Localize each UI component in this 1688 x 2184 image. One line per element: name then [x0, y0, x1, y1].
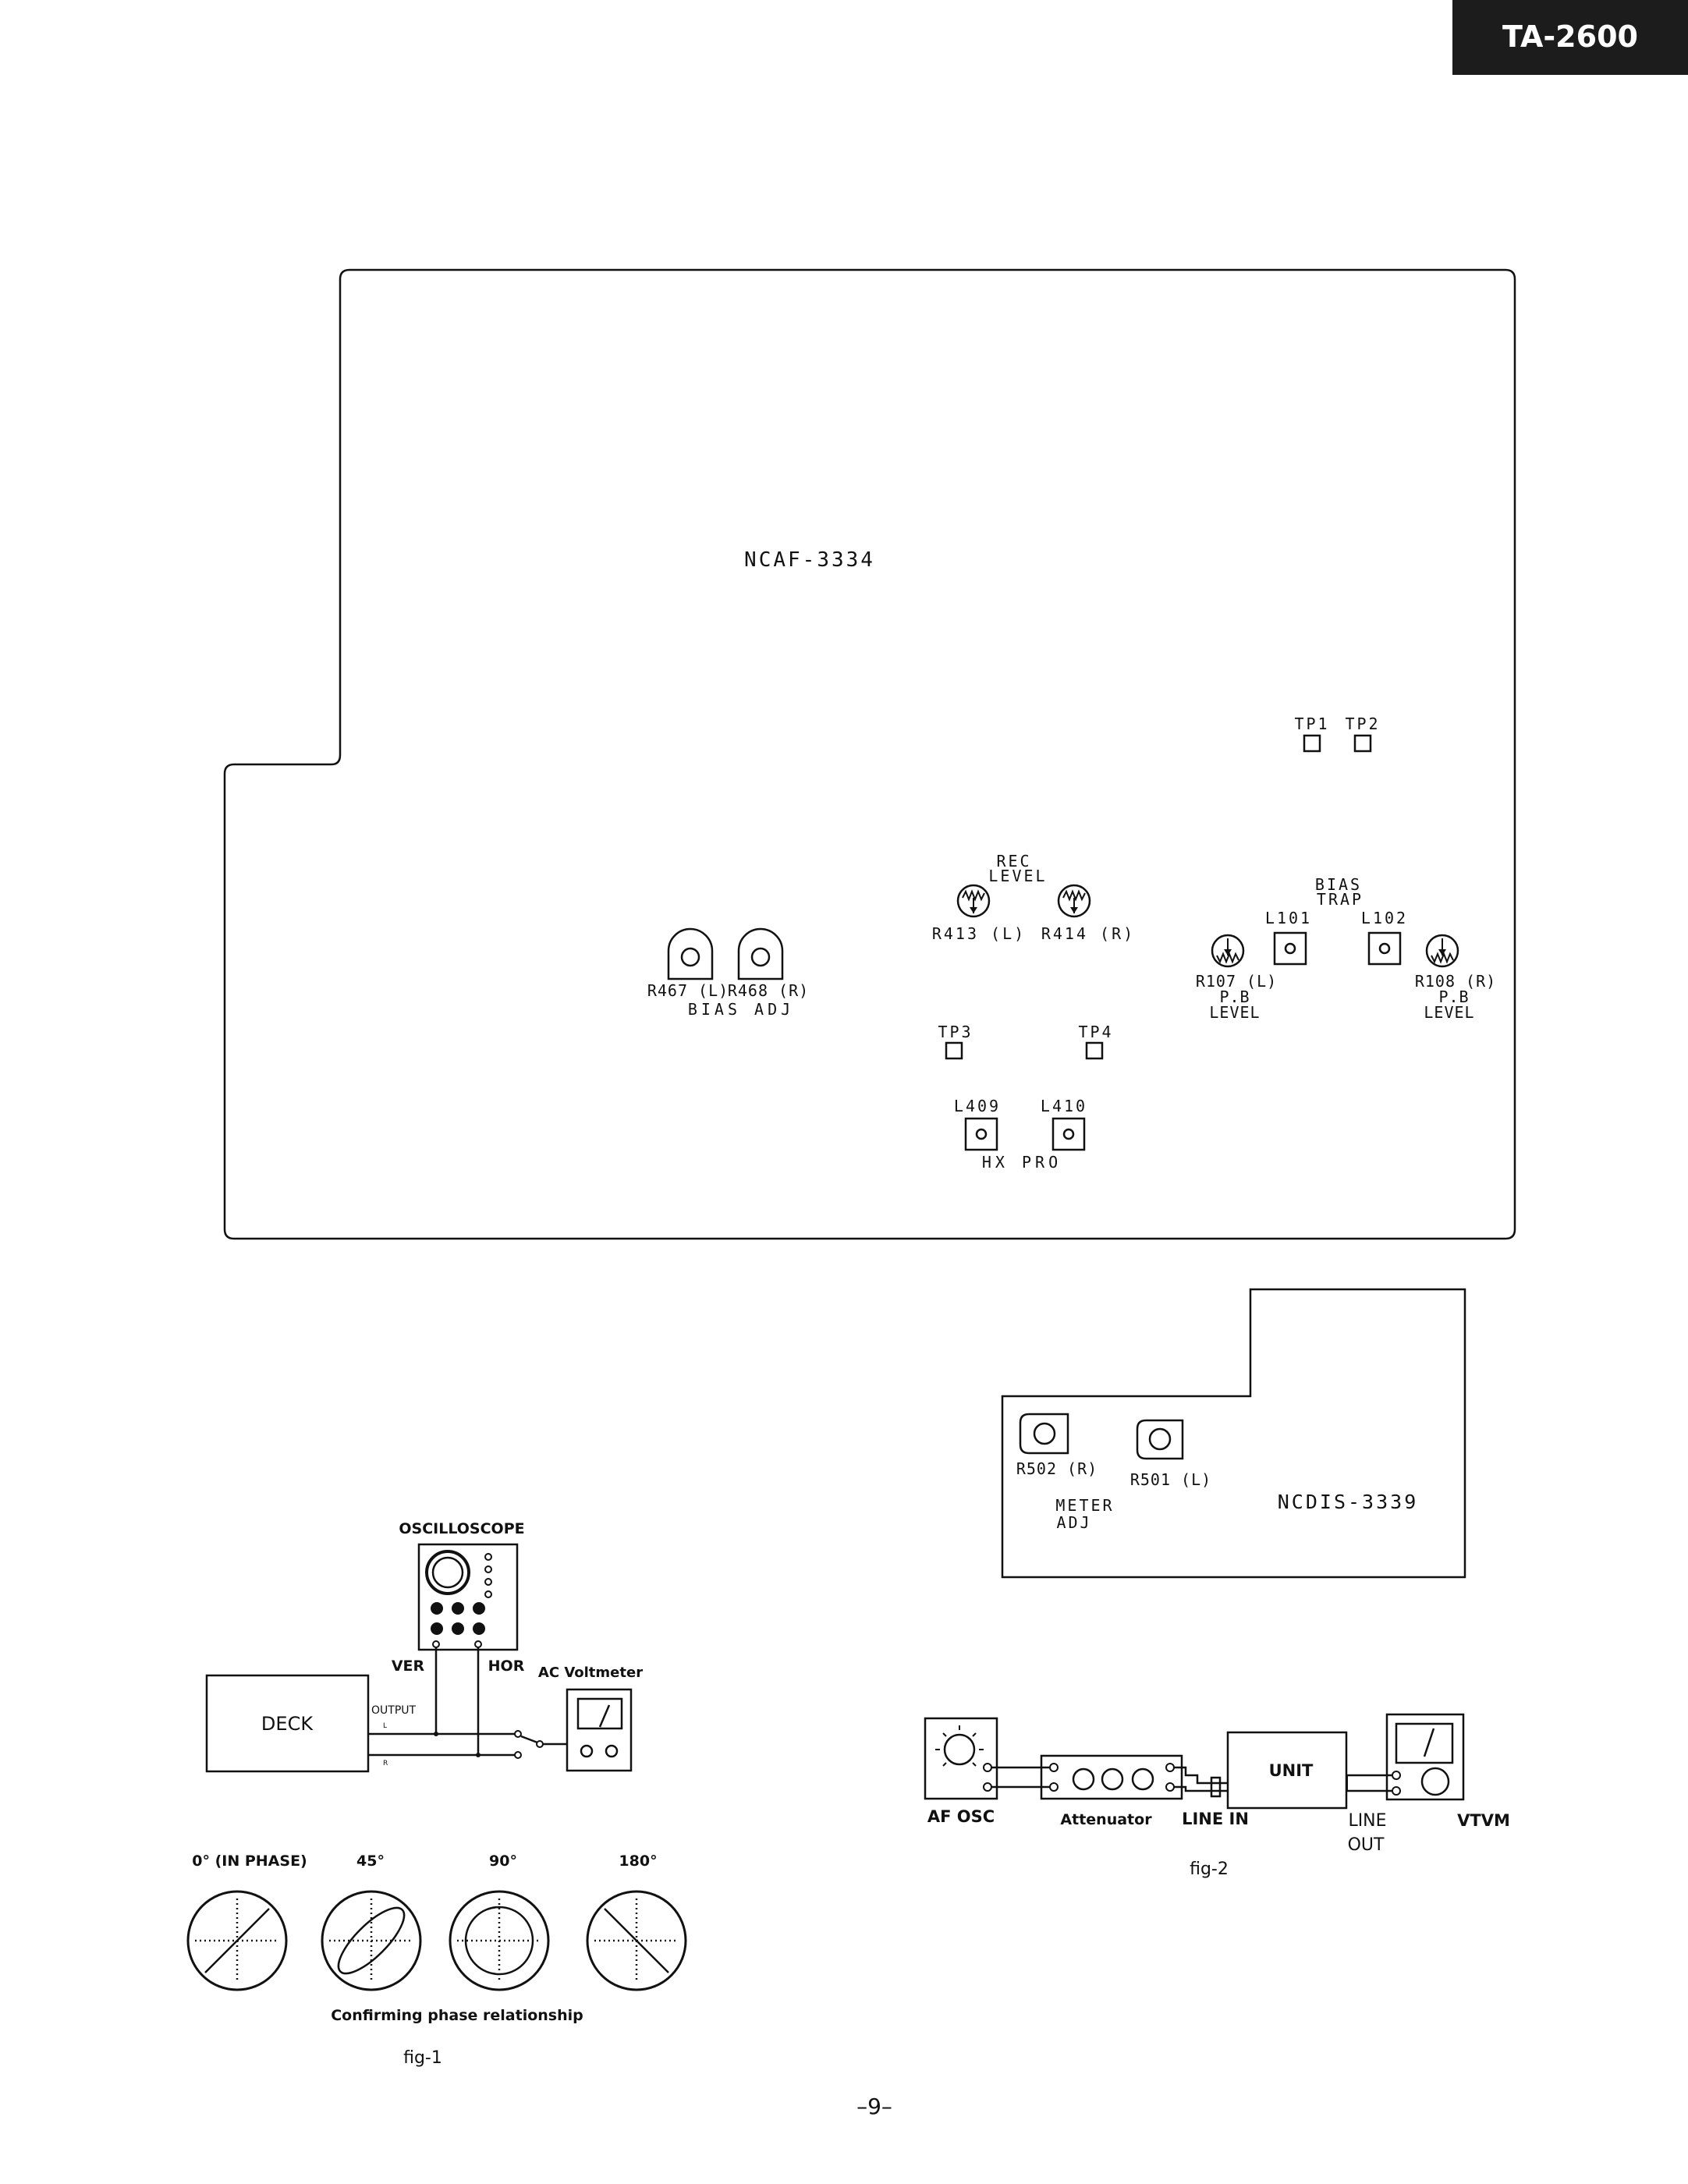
hor-label: HOR: [488, 1658, 525, 1675]
r502-label: R502 (R): [1016, 1459, 1098, 1478]
phase-90-label: 90°: [489, 1852, 517, 1870]
r413-label: R413 (L): [932, 924, 1026, 943]
r468-label: R468 (R): [728, 981, 809, 1000]
coil-l409: [964, 1117, 998, 1151]
attenuator-label: Attenuator: [1060, 1811, 1152, 1828]
phase-caption: Confirming phase relationship: [331, 2007, 583, 2024]
adj-pot-r467: [667, 927, 714, 980]
phase-45-pattern: [321, 1890, 422, 1991]
r467-label: R467 (L): [647, 981, 729, 1000]
fig2-level-test: UNIT AF OSC Attenuator LINE IN LINE OUT …: [924, 1713, 1510, 1879]
phase-0-pattern: [186, 1890, 288, 1991]
attenuator: [1040, 1754, 1183, 1800]
unit-box: UNIT: [1226, 1731, 1348, 1810]
r107-label: R107 (L): [1196, 972, 1277, 991]
coil-l101: [1273, 931, 1307, 966]
l102-label: L102: [1361, 909, 1408, 927]
ch-r-label: R: [383, 1760, 388, 1767]
adj-pot-r501: [1136, 1419, 1184, 1460]
deck-box: DECK: [205, 1674, 370, 1773]
output-label: OUTPUT: [371, 1704, 417, 1717]
rec-label-1: REC: [996, 852, 1031, 870]
l101-label: L101: [1265, 909, 1312, 927]
meter-adj-label-1: METER: [1055, 1496, 1114, 1515]
phase-0-label: 0° (IN PHASE): [192, 1852, 307, 1870]
bias-trap-label-1: BIAS: [1315, 875, 1362, 894]
r414-label: R414 (R): [1041, 924, 1135, 943]
deck-label: DECK: [261, 1713, 314, 1735]
selector-switch: [514, 1730, 567, 1759]
line-out-label-1: LINE: [1348, 1811, 1386, 1831]
trim-pot-r414: [1057, 884, 1091, 918]
line-in-label: LINE IN: [1182, 1810, 1249, 1828]
pb-right-label-1: P.B: [1438, 987, 1469, 1006]
rec-label-2: LEVEL: [988, 867, 1047, 885]
ac-voltmeter-label: AC Voltmeter: [538, 1665, 643, 1681]
af-osc-label: AF OSC: [927, 1807, 995, 1826]
coil-l102: [1367, 931, 1402, 966]
oscilloscope: [417, 1543, 519, 1651]
bias-adj-label: BIAS ADJ: [688, 1000, 794, 1019]
adj-pot-r468: [737, 927, 784, 980]
ch-l-label: L: [383, 1722, 387, 1730]
af-oscillator: [924, 1717, 998, 1800]
trim-pot-r107: [1211, 934, 1245, 968]
tp3-pad: [945, 1041, 963, 1060]
hx-pro-label: HX PRO: [982, 1153, 1062, 1172]
page-number: –9–: [856, 2094, 892, 2119]
fig2-label: fig-2: [1190, 1860, 1229, 1879]
fig1-label: fig-1: [403, 2048, 442, 2068]
r108-label: R108 (R): [1415, 972, 1496, 991]
board-name: NCAF-3334: [744, 548, 875, 572]
l409-label: L409: [954, 1097, 1001, 1115]
bias-trap-label-2: TRAP: [1317, 890, 1364, 909]
tp4-label: TP4: [1078, 1023, 1113, 1041]
meter-adj-label-2: ADJ: [1056, 1513, 1091, 1532]
board-ncaf: NCAF-3334 TP1 TP2 REC LEVEL R413 (L) R41…: [223, 268, 1516, 1240]
phase-180-label: 180°: [619, 1852, 657, 1870]
tp2-label: TP2: [1345, 714, 1380, 733]
tp1-label: TP1: [1294, 714, 1329, 733]
trim-pot-r413: [956, 884, 991, 918]
model-label: TA-2600: [1502, 20, 1638, 54]
tp1-pad: [1303, 734, 1321, 753]
unit-label: UNIT: [1269, 1761, 1314, 1780]
line-out-label-2: OUT: [1348, 1835, 1385, 1855]
phase-180-pattern: [586, 1890, 687, 1991]
vtvm-label: VTVM: [1457, 1811, 1510, 1830]
display-board-name: NCDIS-3339: [1278, 1491, 1419, 1513]
vtvm: [1385, 1713, 1465, 1801]
oscilloscope-label: OSCILLOSCOPE: [399, 1520, 524, 1537]
ac-voltmeter: [566, 1688, 633, 1772]
adj-pot-r502: [1019, 1413, 1069, 1455]
ver-label: VER: [392, 1658, 425, 1675]
trim-pot-r108: [1425, 934, 1459, 968]
coil-l410: [1051, 1117, 1086, 1151]
phase-45-label: 45°: [356, 1852, 385, 1870]
fig1-phase-test: OSCILLOSCOPE VER HOR AC Voltmeter DECK: [186, 1520, 687, 2068]
model-badge: TA-2600: [1452, 0, 1688, 75]
line-in-plug: [1210, 1776, 1222, 1798]
pb-left-label-2: LEVEL: [1209, 1003, 1260, 1022]
l410-label: L410: [1041, 1097, 1087, 1115]
phase-90-pattern: [449, 1890, 550, 1991]
r501-label: R501 (L): [1130, 1470, 1211, 1489]
board-ncdis: R502 (R) R501 (L) METER ADJ NCDIS-3339: [1001, 1288, 1466, 1579]
tp2-pad: [1353, 734, 1372, 753]
pb-left-label-1: P.B: [1219, 987, 1250, 1006]
tp3-label: TP3: [938, 1023, 973, 1041]
pb-right-label-2: LEVEL: [1424, 1003, 1474, 1022]
tp4-pad: [1085, 1041, 1104, 1060]
